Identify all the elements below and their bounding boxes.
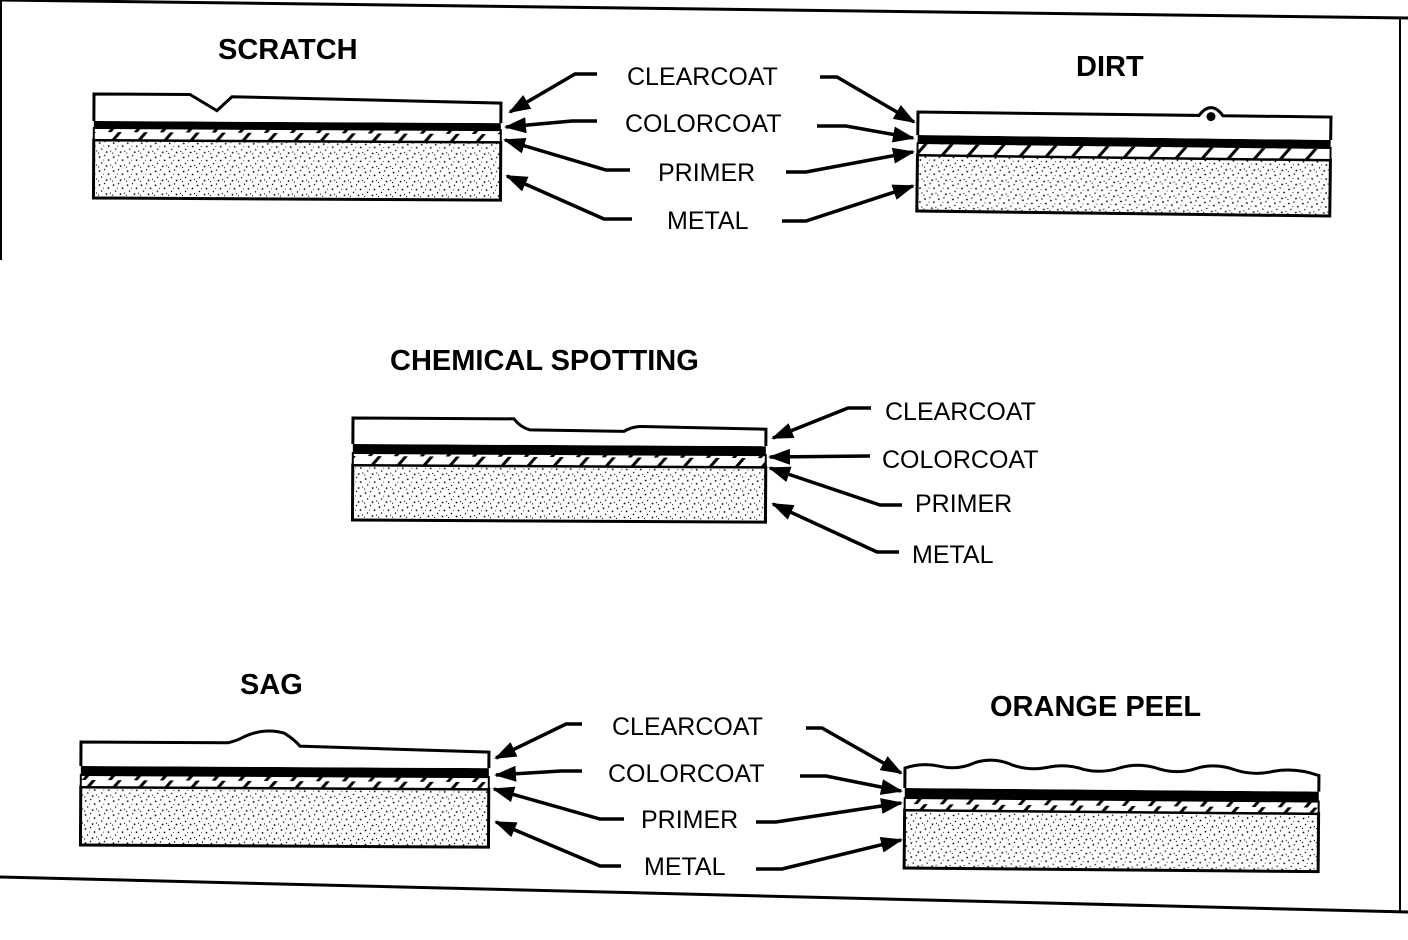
- sag-title: SAG: [240, 669, 303, 701]
- dirt-leaders: [782, 75, 916, 223]
- sag-label-clearcoat: CLEARCOAT: [612, 713, 763, 741]
- colorcoat-layer: [904, 787, 1319, 802]
- sag-arrow-clearcoat: [494, 722, 582, 760]
- primer-layer: [92, 126, 502, 144]
- dirt-particle: [1206, 112, 1216, 122]
- chemical-spotting-label-colorcoat: COLORCOAT: [882, 446, 1039, 474]
- dirt-cross-section: [915, 106, 1333, 218]
- chemical-spotting-title: CHEMICAL SPOTTING: [390, 345, 699, 377]
- scratch-arrow-colorcoat: [504, 117, 597, 134]
- chemical-arrow-metal: [771, 502, 899, 554]
- scratch-leaders: [503, 72, 632, 221]
- chemical-arrow-clearcoat: [771, 406, 871, 440]
- orange-peel-arrow-colorcoat: [800, 774, 903, 795]
- primer-layer: [79, 773, 490, 791]
- metal-layer: [915, 153, 1332, 218]
- colorcoat-layer: [93, 120, 501, 131]
- dirt-panel: DIRT: [915, 51, 1333, 218]
- primer-layer: [351, 451, 767, 469]
- scratch-label-metal: METAL: [667, 207, 749, 235]
- page-frame: [0, 0, 1408, 914]
- clearcoat-layer: [79, 729, 491, 769]
- scratch-label-primer: PRIMER: [658, 159, 755, 187]
- orange-peel-arrow-metal: [756, 836, 903, 871]
- chemical-spotting-label-clearcoat: CLEARCOAT: [885, 398, 1036, 426]
- dirt-arrow-clearcoat: [820, 75, 916, 124]
- sag-panel: SAG CLEARCOAT COLORCOAT PRIMER METAL: [78, 669, 903, 881]
- scratch-arrow-primer: [503, 138, 630, 172]
- colorcoat-layer: [917, 134, 1331, 149]
- chemical-spotting-label-metal: METAL: [912, 541, 994, 569]
- sag-label-colorcoat: COLORCOAT: [608, 760, 765, 788]
- dirt-arrow-primer: [786, 147, 915, 174]
- dirt-arrow-colorcoat: [817, 124, 915, 143]
- sag-arrow-metal: [494, 820, 621, 868]
- chemical-spotting-cross-section: [350, 416, 768, 524]
- scratch-arrow-metal: [505, 174, 632, 221]
- metal-layer: [350, 463, 768, 524]
- dirt-arrow-metal: [782, 184, 915, 223]
- scratch-title: SCRATCH: [218, 34, 358, 66]
- orange-peel-leaders: [756, 726, 903, 871]
- chemical-spotting-label-primer: PRIMER: [915, 490, 1012, 518]
- scratch-label-colorcoat: COLORCOAT: [625, 110, 782, 138]
- scratch-cross-section: [91, 92, 503, 202]
- orange-peel-arrow-primer: [756, 798, 903, 824]
- orange-peel-title: ORANGE PEEL: [990, 691, 1201, 723]
- metal-layer: [91, 138, 503, 202]
- sag-arrow-colorcoat: [494, 765, 582, 782]
- scratch-panel: SCRATCH CLEARCOAT COLORCOAT PRIMER METAL: [91, 34, 916, 235]
- sag-label-metal: METAL: [644, 853, 726, 881]
- colorcoat-layer: [352, 443, 766, 456]
- sag-leaders: [492, 722, 624, 868]
- dirt-title: DIRT: [1076, 51, 1144, 83]
- chemical-arrow-primer: [768, 466, 902, 507]
- sag-cross-section: [78, 729, 491, 849]
- clearcoat-layer: [351, 416, 768, 447]
- orange-peel-arrow-clearcoat: [806, 726, 903, 775]
- scratch-arrow-clearcoat: [508, 72, 597, 114]
- chemical-spotting-leaders: [768, 406, 902, 554]
- metal-layer: [78, 785, 491, 849]
- clearcoat-layer: [903, 758, 1321, 792]
- chemical-spotting-panel: CHEMICAL SPOTTING CLEARCOAT COLORCOAT PR…: [350, 345, 1039, 569]
- metal-layer: [902, 808, 1321, 874]
- clearcoat-layer: [92, 92, 503, 124]
- sag-label-primer: PRIMER: [641, 806, 738, 834]
- colorcoat-layer: [80, 765, 489, 778]
- orange-peel-panel: ORANGE PEEL: [902, 691, 1321, 874]
- chemical-arrow-colorcoat: [768, 448, 871, 465]
- clearcoat-layer: [916, 106, 1333, 141]
- orange-peel-cross-section: [902, 758, 1321, 874]
- sag-arrow-primer: [492, 786, 624, 821]
- scratch-label-clearcoat: CLEARCOAT: [627, 63, 778, 91]
